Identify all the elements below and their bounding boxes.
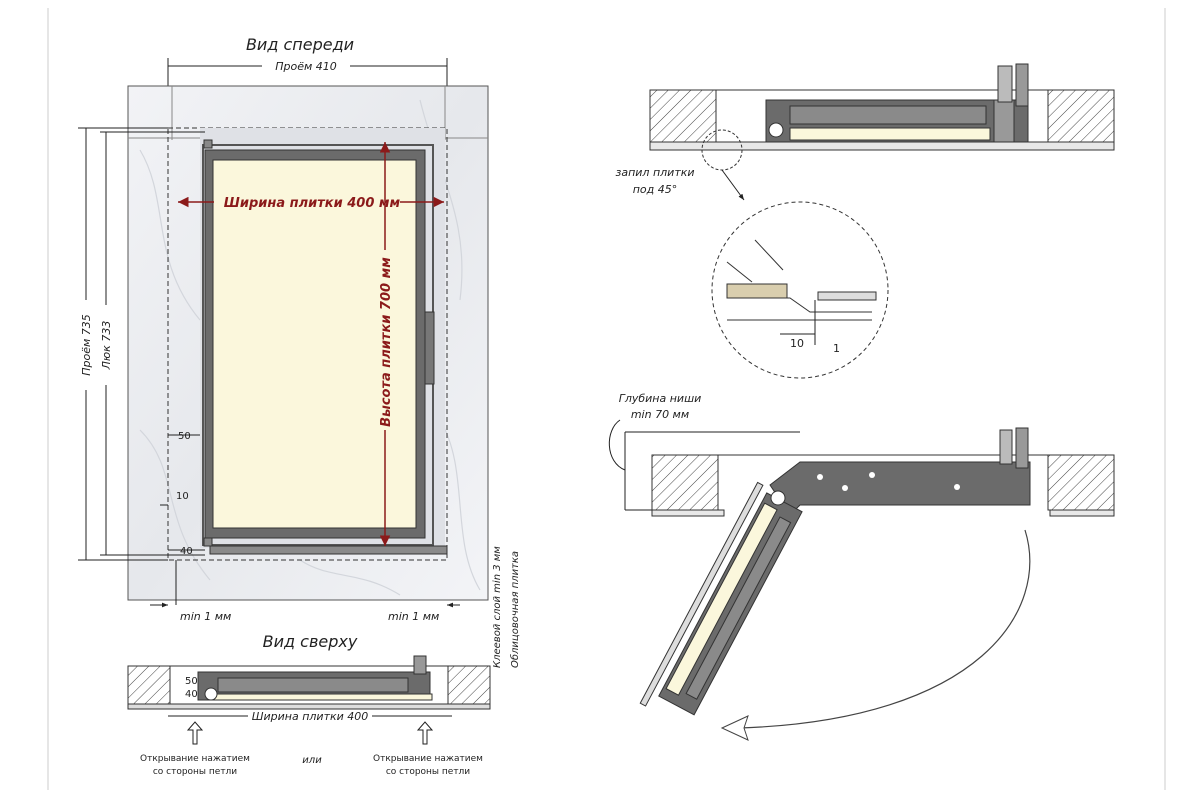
niche-depth-line2: min 70 мм bbox=[631, 408, 689, 421]
open-right-line2: со стороны петли bbox=[386, 767, 470, 777]
or-label: или bbox=[302, 755, 322, 766]
open-right-line1: Открывание нажатием bbox=[373, 754, 483, 764]
tile-cut-line2: под 45° bbox=[633, 183, 678, 196]
min-gap-left: min 1 мм bbox=[180, 610, 231, 623]
opening-width-label: Проём 410 bbox=[275, 60, 337, 73]
min-gap-right: min 1 мм bbox=[388, 610, 439, 623]
opening-height-label: Проём 735 bbox=[80, 314, 93, 376]
hatch-panel bbox=[212, 159, 417, 529]
open-left-line1: Открывание нажатием bbox=[140, 754, 250, 764]
dim-40-top: 40 bbox=[185, 689, 198, 700]
front-view: Вид спереди Проём 410 Ширина плитки 400 … bbox=[78, 35, 521, 668]
top-view-title: Вид сверху bbox=[263, 632, 358, 651]
dim-50-top: 50 bbox=[185, 676, 198, 687]
adhesive-layer-label: Клеевой слой min 3 мм bbox=[492, 546, 503, 668]
handle-bar bbox=[424, 311, 435, 385]
dim-40-front: 40 bbox=[180, 546, 193, 557]
open-left-line2: со стороны петли bbox=[153, 767, 237, 777]
front-view-title: Вид спереди bbox=[246, 35, 354, 54]
tile-cut-line1: запил плитки bbox=[615, 166, 694, 179]
top-view: Вид сверху 50 40 Ширина плитки 400 Откры… bbox=[127, 632, 491, 777]
tile-height-label: Высота плитки 700 мм bbox=[379, 257, 394, 427]
detail-dim-1: 1 bbox=[833, 342, 840, 355]
hatch-height-label: Люк 733 bbox=[100, 321, 113, 371]
detail-dim-10: 10 bbox=[790, 337, 804, 350]
top-tile-width-label: Ширина плитки 400 bbox=[252, 710, 369, 723]
section-view: запил плитки под 45° 10 1 bbox=[615, 63, 1115, 379]
detail-circle bbox=[711, 201, 889, 379]
dim-10-front: 10 bbox=[176, 491, 189, 502]
tile-width-label: Ширина плитки 400 мм bbox=[224, 196, 401, 211]
dim-50-front: 50 bbox=[178, 431, 191, 442]
facing-tile-label: Облицовочная плитка bbox=[509, 551, 521, 668]
open-view: Глубина ниши min 70 мм bbox=[608, 392, 1115, 741]
niche-depth-line1: Глубина ниши bbox=[619, 392, 702, 405]
